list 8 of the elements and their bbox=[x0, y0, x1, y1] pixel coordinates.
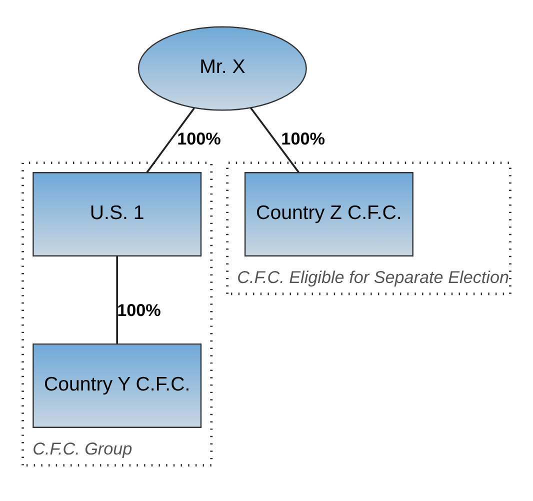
edge-label: 100% bbox=[117, 300, 161, 320]
node-ellipse: Mr. X bbox=[138, 26, 307, 110]
edge-label: 100% bbox=[281, 128, 326, 148]
edge-label: 100% bbox=[177, 128, 221, 148]
node-box: Country Z C.F.C. bbox=[244, 172, 414, 256]
connector bbox=[116, 255, 118, 344]
node-box: U.S. 1 bbox=[32, 172, 202, 256]
node-box: Country Y C.F.C. bbox=[32, 342, 202, 428]
